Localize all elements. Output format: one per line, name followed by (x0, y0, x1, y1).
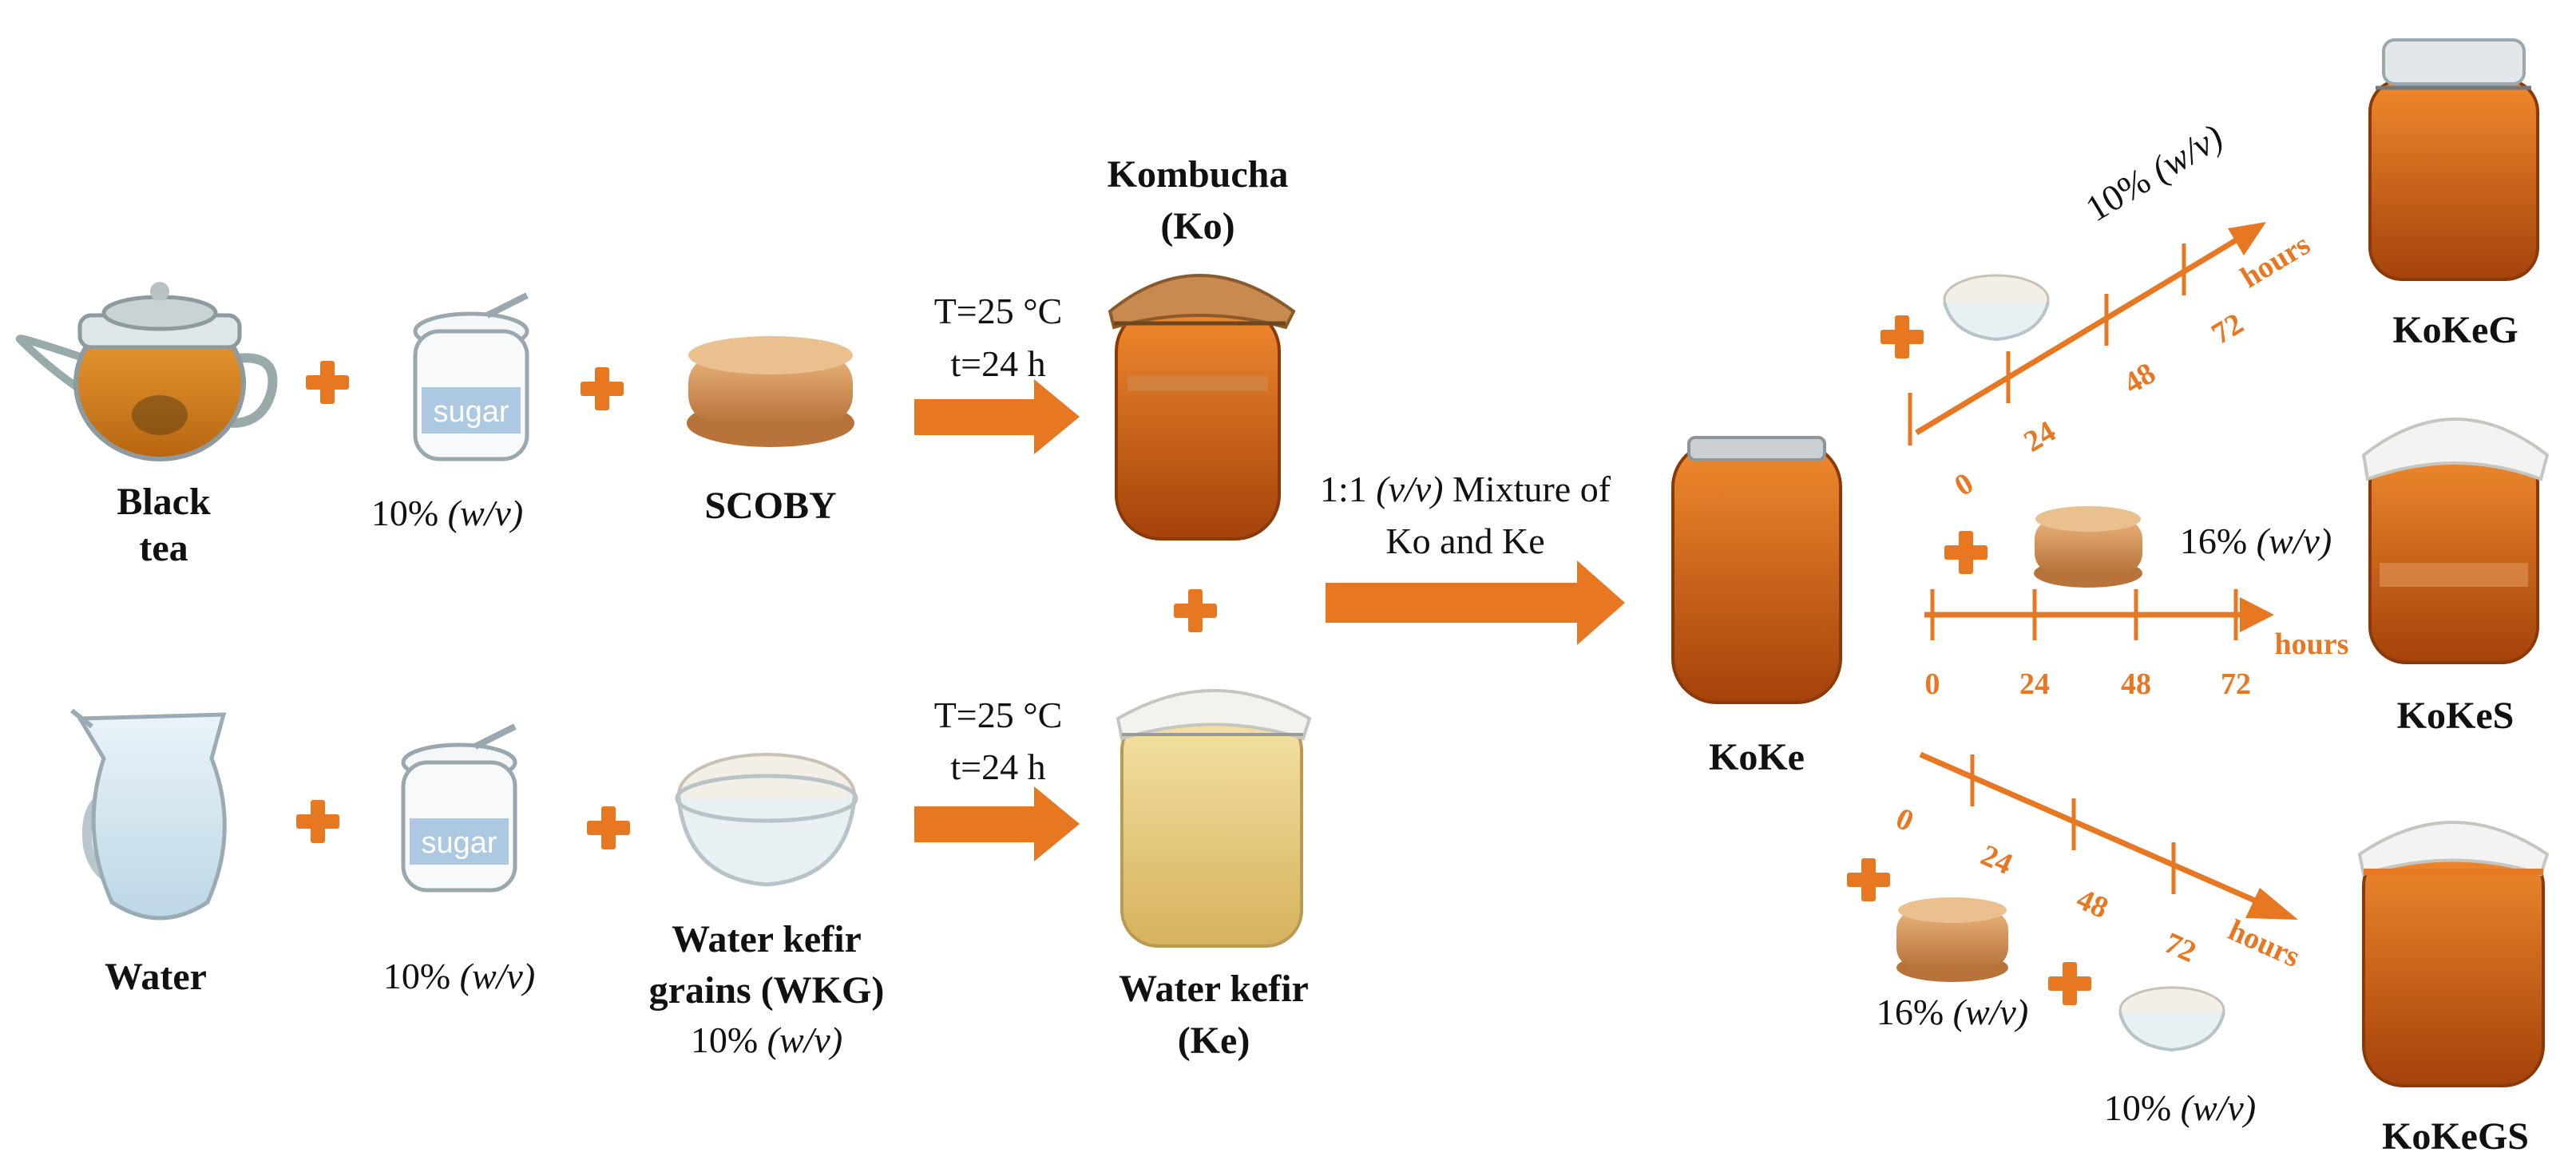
kokeg-label: KoKeG (2392, 309, 2519, 351)
wkg-pct-label: 10% (w/v) (639, 1018, 894, 1062)
plus-icon (306, 361, 349, 404)
kefir-grains-bowl-icon (675, 753, 858, 887)
plus-icon (1944, 531, 1987, 574)
kokeg-jar-icon (2368, 38, 2539, 281)
kombucha-title: Kombucha (1107, 153, 1289, 196)
mixture-ratio: 1:1 (1319, 469, 1367, 509)
mixture-unit: (v/v) (1376, 469, 1444, 509)
wkg-label-line2: grains (WKG) (648, 969, 885, 1012)
row2-sugar-label: 10% (w/v) (351, 954, 567, 998)
koke-label: KoKe (1709, 736, 1805, 778)
scoby-label: SCOBY (704, 485, 837, 527)
mid-tick-0: 0 (1924, 667, 1940, 701)
mixture-suffix: Mixture of (1452, 469, 1611, 509)
timeline-top (1908, 222, 2266, 445)
process-arrow-mix (1326, 560, 1625, 645)
kombucha-abbr: (Ko) (1160, 205, 1235, 247)
mid-axis-label: hours (2274, 628, 2349, 661)
koke-jar-icon (1671, 436, 1842, 704)
teapot-icon (15, 282, 278, 461)
plus-icon (581, 367, 624, 410)
water-label: Water (105, 956, 207, 998)
wkg-unit: (w/v) (767, 1020, 843, 1060)
row1-sugar-pct: 10% (371, 493, 439, 533)
timeline-bottom (1919, 751, 2298, 920)
plus-icon (1880, 315, 1924, 358)
kokes-jar-icon (2361, 418, 2550, 664)
scoby-icon (1896, 897, 2008, 982)
wkg-pct: 10% (690, 1020, 759, 1060)
plus-icon (2048, 962, 2091, 1005)
sugar-jar-icon: sugar (401, 723, 517, 893)
water-kefir-jar-icon (1116, 689, 1312, 948)
row1-sugar-unit: (w/v) (447, 493, 524, 533)
row2-sugar-pct: 10% (382, 956, 451, 996)
mid-branch-pct: 16% (2179, 521, 2248, 561)
row2-sugar-unit: (w/v) (459, 956, 536, 996)
kokes-label: KoKeS (2396, 695, 2515, 737)
sugar-jar-icon: sugar (413, 292, 529, 461)
mid-branch-unit: (w/v) (2256, 521, 2332, 561)
process-arrow-row2 (914, 786, 1080, 861)
svg-text:sugar: sugar (421, 826, 497, 860)
bot-branch-pct1-label: 16% (w/v) (1841, 990, 2064, 1034)
kefir-grains-bowl-icon (2118, 986, 2225, 1052)
kokegs-jar-icon (2357, 821, 2550, 1087)
bot-branch-pct2: 10% (2103, 1087, 2172, 1128)
bot-branch-pct2-label: 10% (w/v) (2068, 1086, 2292, 1130)
kefir-grains-bowl-icon (1943, 274, 2050, 342)
bot-branch-unit1: (w/v) (1952, 992, 2029, 1032)
row2-temp-label: T=25 °C (933, 695, 1063, 735)
timeline-mid (1924, 589, 2274, 640)
mixture-line1: 1:1 (v/v) Mixture of (1286, 467, 1645, 511)
mid-tick-24: 24 (2019, 667, 2050, 701)
water-kefir-title: Water kefir (1119, 968, 1309, 1010)
row1-sugar-label: 10% (w/v) (339, 491, 555, 535)
process-arrow-row1 (914, 379, 1080, 454)
plus-icon (1847, 858, 1890, 901)
kombucha-jar-icon (1108, 274, 1296, 540)
plus-icon (296, 800, 339, 843)
row1-temp-label: T=25 °C (933, 291, 1063, 331)
row1-time-label: t=24 h (950, 343, 1046, 384)
plus-icon (1174, 589, 1217, 632)
black-tea-label: Black tea (117, 481, 211, 569)
kokegs-label: KoKeGS (2381, 1115, 2529, 1158)
scoby-icon (2034, 506, 2142, 588)
bot-branch-pct1: 16% (1876, 992, 1944, 1032)
mid-tick-72: 72 (2221, 667, 2251, 701)
scoby-icon (687, 336, 854, 447)
mid-tick-48: 48 (2121, 667, 2151, 701)
bot-branch-unit2: (w/v) (2180, 1087, 2257, 1128)
svg-text:sugar: sugar (433, 395, 509, 429)
row2-time-label: t=24 h (950, 746, 1046, 787)
water-kefir-abbr: (Ke) (1177, 1020, 1250, 1062)
wkg-label-line1: Water kefir (672, 918, 862, 960)
mixture-line2: Ko and Ke (1385, 521, 1545, 561)
mid-branch-pct-label: 16% (w/v) (2152, 519, 2360, 563)
plus-icon (587, 806, 630, 849)
water-pitcher-icon (70, 708, 227, 921)
